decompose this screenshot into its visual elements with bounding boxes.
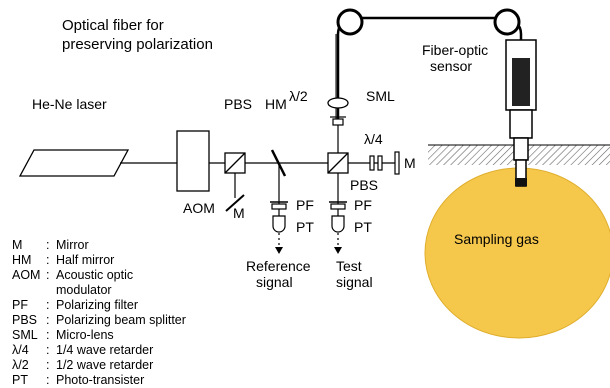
- legend-abbr: SML: [12, 328, 38, 342]
- legend-abbr: PF: [12, 298, 28, 312]
- legend-abbr: PT: [12, 373, 28, 387]
- mirror-bottom-mark: [225, 194, 245, 212]
- half-wave-label: λ/2: [289, 88, 308, 104]
- reference-signal-label-2: signal: [256, 274, 293, 290]
- sampling-gas-region: [424, 167, 610, 339]
- legend-abbr: λ/2: [12, 358, 29, 372]
- pbs-right-diagonal: [327, 152, 349, 174]
- sampling-gas-label: Sampling gas: [454, 231, 539, 247]
- legend-abbr: AOM: [12, 268, 41, 282]
- legend-row: SML:Micro-lens: [12, 328, 114, 342]
- fiber-pulley-right: [493, 8, 521, 36]
- optical-diagram: Optical fiber for preserving polarizatio…: [12, 8, 610, 387]
- aom-block: [176, 130, 210, 192]
- legend-row: M:Mirror: [12, 238, 89, 252]
- pf-left-body: [271, 203, 287, 210]
- sensor-head-inner: [512, 58, 530, 106]
- quarter-wave-plate-2: [377, 155, 383, 171]
- sensor-label-1: Fiber-optic: [422, 42, 489, 58]
- legend-row: λ/2:1/2 wave retarder: [12, 358, 154, 372]
- pf-left-label: PF: [296, 197, 314, 213]
- pbs-left-diagonal: [224, 152, 246, 174]
- legend-text: 1/2 wave retarder: [56, 358, 154, 372]
- pf-right-label: PF: [354, 197, 372, 213]
- legend-abbr: PBS: [12, 313, 38, 327]
- legend: M:Mirror HM:Half mirror AOM:Acoustic opt…: [12, 238, 186, 388]
- fiber-title-line2: preserving polarization: [62, 36, 213, 53]
- quarter-wave-label: λ/4: [364, 131, 383, 147]
- pt-left-symbol: [272, 215, 286, 233]
- legend-abbr: M: [12, 238, 23, 252]
- sensor-neck: [513, 137, 529, 161]
- mirror-bottom-label: M: [233, 205, 245, 221]
- diagram-svg: [18, 8, 610, 339]
- pt-right-symbol: [331, 215, 345, 233]
- legend-text: Acoustic optic: [56, 268, 134, 282]
- test-signal-label-2: signal: [336, 274, 373, 290]
- legend-text: Mirror: [56, 238, 89, 252]
- quarter-wave-plate-1: [369, 155, 375, 171]
- he-ne-laser: [18, 149, 130, 177]
- legend-row: λ/4:1/4 wave retarder: [12, 343, 154, 357]
- mirror-right-label: M: [404, 155, 416, 171]
- laser-label: He-Ne laser: [32, 96, 107, 112]
- legend-abbr: HM: [12, 253, 32, 267]
- legend-row: PBS:Polarizing beam splitter: [12, 313, 186, 327]
- sensor-body: [509, 109, 533, 139]
- pbs-left-label: PBS: [224, 96, 253, 112]
- sml-label: SML: [366, 88, 395, 104]
- legend-text: 1/4 wave retarder: [56, 343, 154, 357]
- legend-text: Polarizing beam splitter: [56, 313, 186, 327]
- legend-row: PF:Polarizing filter: [12, 298, 138, 312]
- pt-left-label: PT: [296, 219, 314, 235]
- test-signal-label-1: Test: [336, 258, 362, 274]
- pf-right-body: [330, 203, 346, 210]
- legend-text: modulator: [56, 283, 112, 297]
- legend-text: Polarizing filter: [56, 298, 138, 312]
- aom-label: AOM: [183, 200, 215, 216]
- reference-arrow-head: [275, 247, 283, 254]
- pbs-right-label: PBS: [350, 177, 379, 193]
- fiber-pulley-left: [336, 8, 364, 36]
- mirror-right: [394, 151, 400, 175]
- legend-row: HM:Half mirror: [12, 253, 115, 267]
- hm-label: HM: [265, 96, 287, 112]
- sensor-label-2: sensor: [430, 58, 473, 74]
- legend-row: modulator: [12, 283, 186, 298]
- pt-right-label: PT: [354, 219, 372, 235]
- micro-lens: [332, 118, 344, 126]
- test-arrow-head: [334, 247, 342, 254]
- legend-text: Micro-lens: [56, 328, 114, 342]
- fiber-title-line1: Optical fiber for: [62, 17, 164, 34]
- legend-row: PT:Photo-transister: [12, 373, 145, 387]
- reference-signal-label-1: Reference: [246, 258, 311, 274]
- half-wave-plate: [327, 97, 349, 109]
- legend-text: Half mirror: [56, 253, 115, 267]
- legend-row: AOM:Acoustic optic: [12, 268, 134, 282]
- legend-text: Photo-transister: [56, 373, 145, 387]
- legend-abbr: λ/4: [12, 343, 29, 357]
- sensor-tip: [515, 178, 527, 186]
